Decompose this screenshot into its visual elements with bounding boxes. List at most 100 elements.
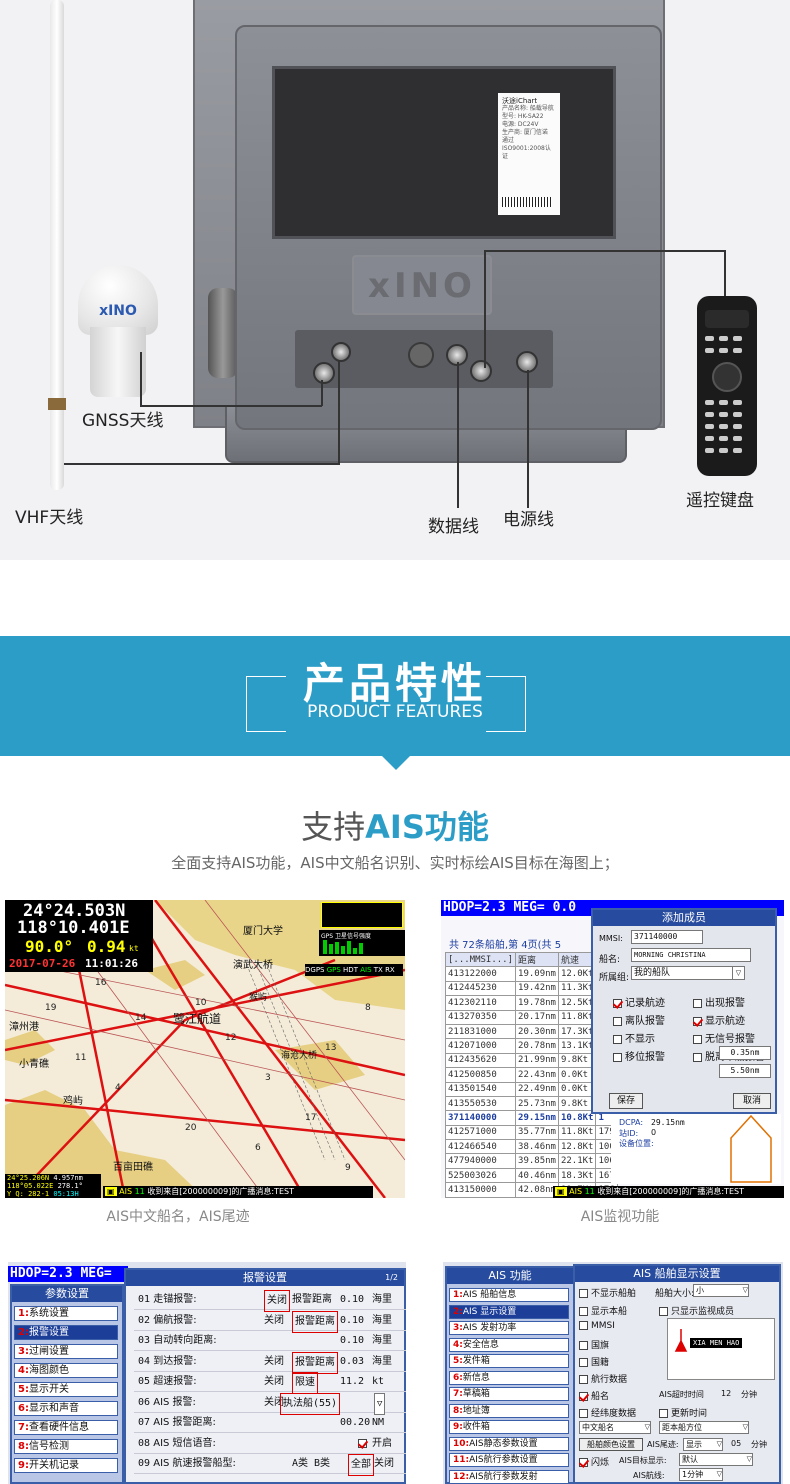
opt-blink[interactable]: 闪烁	[579, 1455, 609, 1468]
param-menu-item[interactable]: 1:系统设置	[14, 1306, 118, 1321]
alarm-row[interactable]: 06 AIS 报警:关闭执法船(55)▽	[134, 1392, 406, 1415]
param-menu-item[interactable]: 3:过闸设置	[14, 1344, 118, 1359]
ship-name-input[interactable]: MORNING CHRISTINA	[631, 948, 751, 962]
dialog-option[interactable]: 出现报警	[693, 994, 745, 1009]
checkbox[interactable]	[659, 1409, 668, 1418]
opt-latlon[interactable]: 经纬度数据	[579, 1406, 636, 1419]
alarm-value[interactable]: 0.03	[340, 1355, 365, 1367]
alarm-state[interactable]: 关闭	[264, 1355, 284, 1367]
checkbox[interactable]	[613, 1016, 622, 1026]
ais-menu-item[interactable]: 6:新信息	[449, 1370, 569, 1385]
alarm-state[interactable]: 关闭	[264, 1314, 284, 1326]
checkbox[interactable]	[613, 998, 622, 1008]
alarm-state[interactable]: 关闭	[264, 1290, 290, 1312]
name-lang-select[interactable]: 中文船名▽	[579, 1421, 651, 1434]
dialog-option[interactable]: 不显示	[613, 1030, 655, 1045]
checkbox[interactable]	[579, 1358, 588, 1367]
ais-menu-item[interactable]: 12:AIS航行参数发射	[449, 1469, 569, 1484]
alarm-row[interactable]: 09 AIS 航速报警船型:A类 B类全部关闭	[134, 1454, 406, 1476]
tail-select[interactable]: 显示▽	[683, 1438, 723, 1451]
ais-menu-item[interactable]: 10:AIS静态参数设置	[449, 1436, 569, 1451]
save-button[interactable]: 保存	[609, 1093, 643, 1109]
alarm-state[interactable]: 关闭	[264, 1376, 284, 1387]
alarm-value[interactable]: 00.20	[340, 1417, 371, 1428]
alarm-value[interactable]: 0.10	[340, 1294, 365, 1305]
opt-flag[interactable]: 国旗	[579, 1338, 609, 1351]
opt-callsign[interactable]: 国籍	[579, 1355, 609, 1368]
checkbox[interactable]	[358, 1438, 367, 1448]
param-menu-item[interactable]: 8:信号检测	[14, 1439, 118, 1454]
checkbox[interactable]	[693, 1034, 702, 1044]
checkbox[interactable]	[579, 1458, 588, 1467]
alarm-value[interactable]: 全部	[348, 1454, 374, 1476]
cancel-button[interactable]: 取消	[733, 1093, 771, 1109]
opt-monitor[interactable]: 只显示监视成员	[659, 1304, 734, 1317]
dialog-option[interactable]: 显示航迹	[693, 1012, 745, 1027]
param-menu-item[interactable]: 5:显示开关	[14, 1382, 118, 1397]
param-menu-item[interactable]: 6:显示和声音	[14, 1401, 118, 1416]
opt-update[interactable]: 更新时间	[659, 1406, 707, 1419]
opt-hide[interactable]: 不显示船舶	[579, 1286, 636, 1299]
color-settings-button[interactable]: 船舶颜色设置	[579, 1438, 643, 1451]
checkbox[interactable]	[693, 1016, 702, 1026]
opt-track[interactable]: 航行数据	[579, 1372, 627, 1385]
checkbox[interactable]	[613, 1052, 622, 1062]
param-menu-item[interactable]: 9:开关机记录	[14, 1458, 118, 1473]
ais-menu-item[interactable]: 3:AIS 发射功率	[449, 1321, 569, 1335]
checkbox[interactable]	[613, 1034, 622, 1044]
ais-menu-item[interactable]: 4:安全信息	[449, 1337, 569, 1352]
route-select[interactable]: 1分钟▽	[679, 1468, 723, 1481]
checkbox[interactable]	[579, 1392, 588, 1401]
ship-size-select[interactable]: 小▽	[693, 1284, 749, 1297]
alarm-value[interactable]: 0.10	[340, 1314, 365, 1326]
checkbox[interactable]	[579, 1375, 588, 1384]
dialog-option[interactable]: 记录航迹	[613, 994, 665, 1009]
opt-name[interactable]: 船名	[579, 1389, 609, 1402]
checkbox[interactable]	[579, 1321, 588, 1330]
alarm-value[interactable]: 0.10	[340, 1335, 365, 1346]
separation-input[interactable]: 5.50nm	[719, 1064, 771, 1078]
ais-menu-item[interactable]: 11:AIS航行参数设置	[449, 1453, 569, 1467]
checkbox[interactable]	[579, 1289, 588, 1298]
ais-menu-item[interactable]: 1:AIS 船舶信息	[449, 1288, 569, 1302]
checkbox[interactable]	[659, 1307, 668, 1316]
dist-sort-select[interactable]: 距本船方位▽	[659, 1421, 749, 1434]
param-menu-item[interactable]: 2:报警设置	[14, 1325, 118, 1340]
alarm-row[interactable]: 08 AIS 短信语音:开启	[134, 1434, 406, 1454]
dialog-option[interactable]: 离队报警	[613, 1012, 665, 1027]
target-select[interactable]: 默认▽	[679, 1453, 753, 1466]
param-menu-item[interactable]: 7:查看硬件信息	[14, 1420, 118, 1435]
checkbox[interactable]	[579, 1341, 588, 1350]
alarm-state[interactable]: 关闭	[264, 1396, 284, 1408]
opt-mmsi[interactable]: MMSI	[579, 1321, 615, 1331]
dialog-option[interactable]: 移位报警	[613, 1048, 665, 1063]
alarm-key[interactable]: 执法船(55)	[280, 1392, 341, 1415]
checkbox[interactable]	[579, 1307, 588, 1316]
group-select[interactable]: 我的船队▽	[631, 966, 745, 980]
mmsi-input[interactable]: 371140000	[631, 930, 703, 944]
checkbox[interactable]	[579, 1409, 588, 1418]
chevron-down-icon[interactable]: ▽	[374, 1392, 386, 1415]
offset-input[interactable]: 0.35nm	[719, 1046, 771, 1060]
ais-menu-item[interactable]: 9:收件箱	[449, 1420, 569, 1434]
dialog-option[interactable]: 无信号报警	[693, 1030, 755, 1045]
checkbox[interactable]	[693, 1052, 702, 1062]
ais-menu-item[interactable]: 7:草稿箱	[449, 1387, 569, 1401]
param-menu-item[interactable]: 4:海图颜色	[14, 1363, 118, 1378]
ais-menu-item[interactable]: 8:地址簿	[449, 1403, 569, 1418]
ais-menu-item[interactable]: 2:AIS 显示设置	[449, 1304, 569, 1319]
alarm-value[interactable]: 11.2	[340, 1376, 365, 1387]
ais-menu-item[interactable]: 5:发件箱	[449, 1354, 569, 1368]
